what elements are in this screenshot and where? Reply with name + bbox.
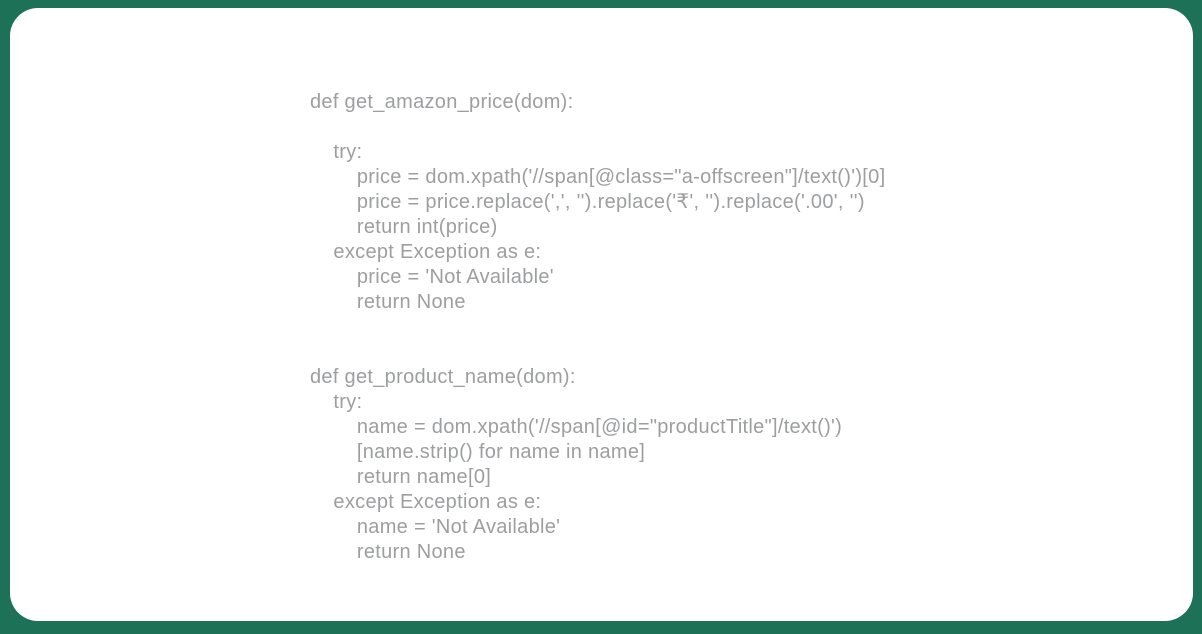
code-block: def get_amazon_price(dom): try: price = … xyxy=(310,91,886,563)
code-card: def get_amazon_price(dom): try: price = … xyxy=(10,8,1193,621)
